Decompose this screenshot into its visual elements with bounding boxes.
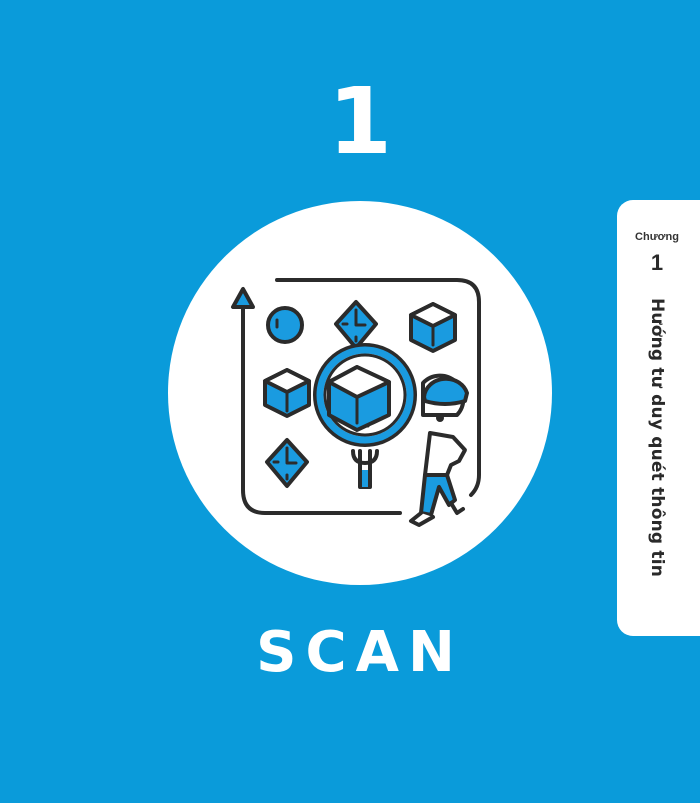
chapter-side-tab[interactable]: Chương 1 Hướng tư duy quét thông tin [617, 200, 700, 636]
tab-chapter-label: Chương [635, 231, 679, 243]
magnifying-glass-scan-shapes-icon [231, 278, 481, 527]
page-title: SCAN [256, 620, 464, 685]
chapter-number: 1 [327, 68, 392, 175]
tab-chapter-title: Hướng tư duy quét thông tin [647, 298, 667, 578]
tab-chapter-number: 1 [650, 250, 664, 275]
